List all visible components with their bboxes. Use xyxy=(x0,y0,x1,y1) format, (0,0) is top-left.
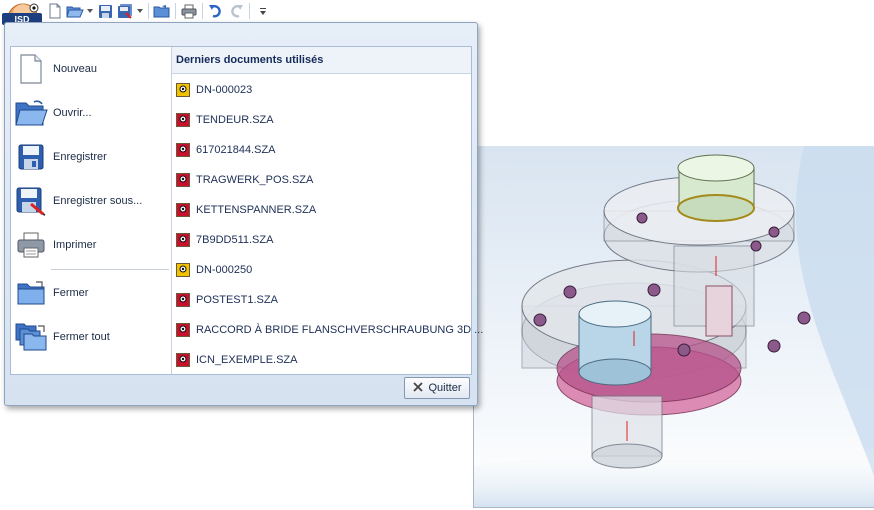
recent-document-item[interactable]: POSTEST1.SZA xyxy=(172,285,471,315)
recent-document-name: 7B9DD511.SZA xyxy=(196,234,274,246)
save-icon xyxy=(13,139,49,175)
open-folder-icon xyxy=(13,95,49,131)
recent-document-item[interactable]: ICN_EXEMPLE.SZA xyxy=(172,345,471,375)
sza-document-icon xyxy=(176,233,190,247)
recent-document-name: 617021844.SZA xyxy=(196,144,276,156)
menu-item-nouveau[interactable]: Nouveau xyxy=(11,49,171,89)
recent-document-item[interactable]: 7B9DD511.SZA xyxy=(172,225,471,255)
toolbar-separator xyxy=(148,3,149,19)
application-menu-body: Nouveau Ouvrir... Enregistrer Enregistre… xyxy=(10,46,484,375)
orb-label: ISD xyxy=(14,15,30,25)
recent-document-item[interactable]: TENDEUR.SZA xyxy=(172,105,471,135)
recent-documents-title: Derniers documents utilisés xyxy=(176,54,324,66)
print-icon xyxy=(13,227,49,263)
open-dropdown-icon[interactable] xyxy=(86,2,94,20)
sza-document-icon xyxy=(176,143,190,157)
recent-document-item[interactable]: TRAGWERK_POS.SZA xyxy=(172,165,471,195)
save-all-icon[interactable] xyxy=(116,2,134,20)
customize-icon[interactable] xyxy=(254,2,272,20)
menu-separator xyxy=(51,269,169,270)
sza-document-icon xyxy=(176,353,190,367)
menu-item-label: Fermer xyxy=(53,287,89,299)
menu-item-fermer-tout[interactable]: Fermer tout xyxy=(11,317,171,357)
toolbar-separator xyxy=(202,3,203,19)
menu-item-enregistrer[interactable]: Enregistrer xyxy=(11,137,171,177)
recent-document-name: POSTEST1.SZA xyxy=(196,294,278,306)
menu-item-fermer[interactable]: Fermer xyxy=(11,273,171,313)
menu-item-label: Fermer tout xyxy=(53,331,110,343)
folder-move-icon[interactable] xyxy=(153,2,171,20)
sza-document-icon xyxy=(176,113,190,127)
undo-icon[interactable] xyxy=(207,2,225,20)
assembly-model-render xyxy=(474,146,874,507)
menu-item-label: Enregistrer sous... xyxy=(53,195,143,207)
recent-document-item[interactable]: DN-000250 xyxy=(172,255,471,285)
quit-label: Quitter xyxy=(428,382,462,394)
recent-document-name: RACCORD À BRIDE FLANSCHVERSCHRAUBUNG 3D … xyxy=(196,324,484,336)
recent-document-name: TENDEUR.SZA xyxy=(196,114,274,126)
recent-documents-header: Derniers documents utilisés xyxy=(172,47,471,74)
menu-item-label: Nouveau xyxy=(53,63,98,75)
save-dropdown-icon[interactable] xyxy=(136,2,144,20)
application-menu: Nouveau Ouvrir... Enregistrer Enregistre… xyxy=(4,22,484,406)
sza-document-icon xyxy=(176,203,190,217)
toolbar-separator xyxy=(249,3,250,19)
close-all-icon xyxy=(13,319,49,355)
menu-item-label: Enregistrer xyxy=(53,151,107,163)
recent-document-item[interactable]: KETTENSPANNER.SZA xyxy=(172,195,471,225)
quit-button[interactable]: Quitter xyxy=(404,377,470,399)
sza-document-icon xyxy=(176,173,190,187)
menu-item-label: Ouvrir... xyxy=(53,107,92,119)
recent-document-name: TRAGWERK_POS.SZA xyxy=(196,174,314,186)
new-icon[interactable] xyxy=(46,2,64,20)
menu-item-label: Imprimer xyxy=(53,239,97,251)
recent-document-item[interactable]: DN-000023 xyxy=(172,75,471,105)
open-icon[interactable] xyxy=(66,2,84,20)
close-icon xyxy=(412,381,424,396)
recent-document-name: KETTENSPANNER.SZA xyxy=(196,204,317,216)
close-folder-icon xyxy=(13,275,49,311)
sza-document-icon xyxy=(176,293,190,307)
menu-item-enregistrer-sous[interactable]: Enregistrer sous... xyxy=(11,181,171,221)
print-icon[interactable] xyxy=(180,2,198,20)
menu-item-ouvrir[interactable]: Ouvrir... xyxy=(11,93,171,133)
dn-document-icon xyxy=(176,83,190,97)
quick-access-toolbar xyxy=(46,0,296,22)
sza-document-icon xyxy=(176,323,190,337)
recent-document-name: DN-000250 xyxy=(196,264,253,276)
toolbar-separator xyxy=(175,3,176,19)
dn-document-icon xyxy=(176,263,190,277)
recent-document-name: ICN_EXEMPLE.SZA xyxy=(196,354,298,366)
redo-icon[interactable] xyxy=(227,2,245,20)
recent-document-name: DN-000023 xyxy=(196,84,253,96)
save-icon[interactable] xyxy=(96,2,114,20)
recent-document-item[interactable]: 617021844.SZA xyxy=(172,135,471,165)
menu-column-divider xyxy=(171,47,172,374)
new-document-icon xyxy=(13,51,49,87)
menu-commands: Nouveau Ouvrir... Enregistrer Enregistre… xyxy=(11,47,171,374)
model-viewport[interactable] xyxy=(473,146,874,508)
recent-document-item[interactable]: RACCORD À BRIDE FLANSCHVERSCHRAUBUNG 3D … xyxy=(172,315,484,345)
menu-item-imprimer[interactable]: Imprimer xyxy=(11,225,171,265)
save-as-icon xyxy=(13,183,49,219)
